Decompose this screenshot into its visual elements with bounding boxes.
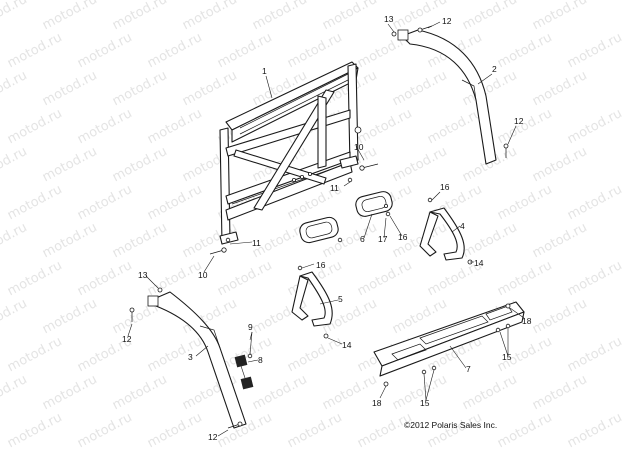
part-6-bumper-pads — [299, 191, 393, 244]
part-3-left-roll-bar — [147, 291, 247, 429]
callout-6: 6 — [360, 234, 365, 244]
callout-2: 2 — [492, 64, 497, 74]
callout-1: 1 — [262, 66, 267, 76]
callout-13-top: 13 — [384, 14, 394, 24]
callout-9: 9 — [248, 322, 253, 332]
callout-12-bottom: 12 — [208, 432, 218, 442]
callout-15-bottom: 15 — [420, 398, 430, 408]
callout-11-left: 11 — [252, 238, 261, 248]
callout-12-right: 12 — [514, 116, 524, 126]
callout-4: 4 — [460, 221, 465, 231]
callout-15-right: 15 — [502, 352, 512, 362]
part-1-rear-cab-frame — [219, 61, 362, 245]
hardware-fasteners — [129, 25, 511, 429]
part-2-right-roll-bar — [397, 29, 497, 165]
callout-3: 3 — [188, 352, 193, 362]
callout-12-top: 12 — [442, 16, 452, 26]
callout-16-left: 16 — [316, 260, 326, 270]
callout-13-left: 13 — [138, 270, 148, 280]
callout-12-left: 12 — [122, 334, 132, 344]
part-8-latch — [234, 354, 254, 390]
callout-10-left: 10 — [198, 270, 208, 280]
callout-labels: 13 12 1 2 12 10 11 16 4 6 17 16 11 10 14… — [122, 14, 532, 442]
callout-14-right: 14 — [474, 258, 484, 268]
callout-16-right: 16 — [440, 182, 450, 192]
copyright-notice: ©2012 Polaris Sales Inc. — [404, 420, 497, 430]
callout-18-right: 18 — [522, 316, 532, 326]
part-4-right-bracket — [419, 207, 465, 261]
part-5-left-bracket — [291, 271, 333, 327]
callout-17: 17 — [378, 234, 388, 244]
callout-7: 7 — [466, 364, 471, 374]
callout-8: 8 — [258, 355, 263, 365]
callout-5: 5 — [338, 294, 343, 304]
callout-11-top: 11 — [330, 183, 339, 193]
part-7-rear-panel — [373, 301, 525, 377]
leader-lines — [127, 21, 525, 437]
part-9-pin — [247, 331, 253, 359]
callout-16-mid: 16 — [398, 232, 408, 242]
callout-18-bottom: 18 — [372, 398, 382, 408]
callout-10-top: 10 — [354, 142, 364, 152]
callout-14-left: 14 — [342, 340, 352, 350]
